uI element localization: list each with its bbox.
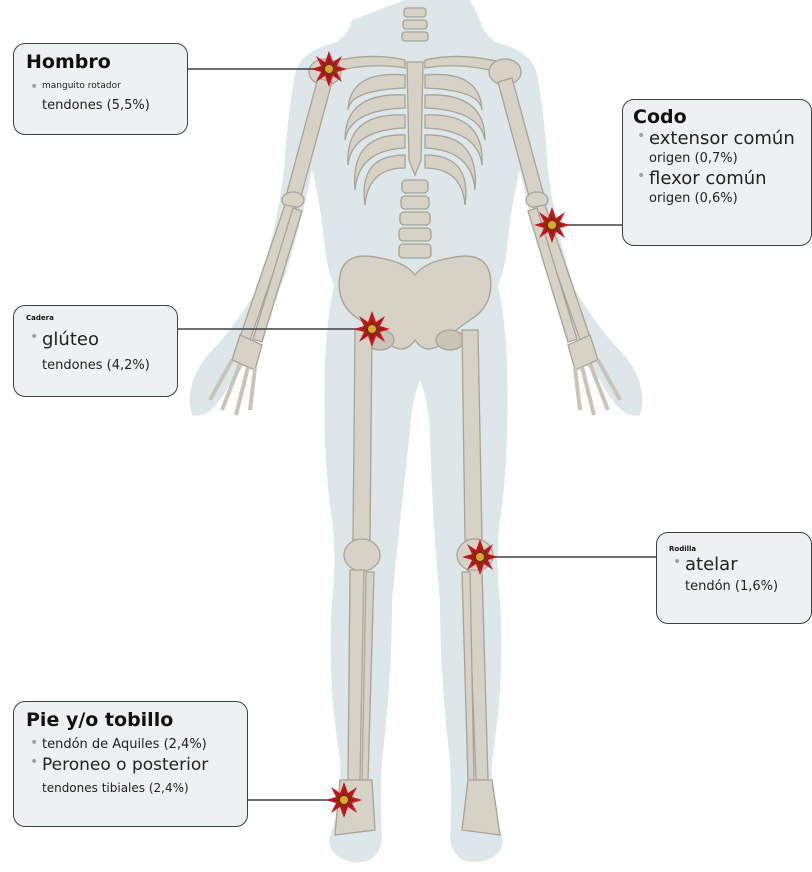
item-sub: tendones (5,5%) bbox=[42, 97, 175, 115]
callout-item: • manguito rotador tendones (5,5%) bbox=[26, 79, 175, 115]
item-sub: origen (0,6%) bbox=[649, 190, 801, 208]
bullet-icon: • bbox=[30, 329, 38, 345]
item-sub: tendón (1,6%) bbox=[685, 578, 799, 596]
item-sub: tendones (4,2%) bbox=[42, 357, 165, 375]
bullet-icon: • bbox=[30, 754, 38, 770]
bullet-icon: • bbox=[673, 554, 681, 570]
callout-title: Pie y/o tobillo bbox=[26, 709, 235, 731]
callout-elbow: Codo • extensor común origen (0,7%) • fl… bbox=[622, 99, 812, 246]
bullet-icon: • bbox=[637, 128, 645, 144]
callout-knee: Rodilla • atelar tendón (1,6%) bbox=[656, 532, 812, 624]
item-main: manguito rotador bbox=[42, 79, 175, 93]
callout-item: • glúteo tendones (4,2%) bbox=[26, 329, 165, 375]
callout-item: • extensor común origen (0,7%) bbox=[633, 128, 801, 168]
skeleton-bones bbox=[210, 8, 620, 835]
starburst-icon bbox=[534, 207, 570, 243]
item-sub: tendones tibiales (2,4%) bbox=[42, 779, 235, 797]
callout-title: Cadera bbox=[26, 314, 165, 323]
starburst-icon bbox=[311, 51, 347, 87]
item-main: tendón de Aquiles (2,4%) bbox=[42, 735, 235, 754]
starburst-icon bbox=[326, 782, 362, 818]
bullet-icon: • bbox=[637, 168, 645, 184]
starburst-icon bbox=[462, 539, 498, 575]
item-main: glúteo bbox=[42, 329, 165, 351]
callout-title: Hombro bbox=[26, 51, 175, 73]
bullet-icon: • bbox=[30, 735, 38, 751]
item-main: Peroneo o posterior bbox=[42, 754, 235, 776]
item-main: atelar bbox=[685, 554, 799, 576]
callout-title: Rodilla bbox=[669, 545, 799, 554]
callout-item: • tendón de Aquiles (2,4%) bbox=[26, 735, 235, 754]
starburst-icon bbox=[354, 311, 390, 347]
callout-item: • Peroneo o posterior tendones tibiales … bbox=[26, 754, 235, 797]
callout-item: • flexor común origen (0,6%) bbox=[633, 168, 801, 208]
callout-hip: Cadera • glúteo tendones (4,2%) bbox=[13, 305, 178, 397]
item-main: flexor común bbox=[649, 168, 801, 190]
item-sub: origen (0,7%) bbox=[649, 150, 801, 168]
bullet-icon: • bbox=[30, 79, 38, 95]
callout-item: • atelar tendón (1,6%) bbox=[669, 554, 799, 596]
callout-title: Codo bbox=[633, 106, 801, 128]
item-main: extensor común bbox=[649, 128, 801, 150]
callout-shoulder: Hombro • manguito rotador tendones (5,5%… bbox=[13, 43, 188, 135]
callout-foot: Pie y/o tobillo • tendón de Aquiles (2,4… bbox=[13, 701, 248, 827]
